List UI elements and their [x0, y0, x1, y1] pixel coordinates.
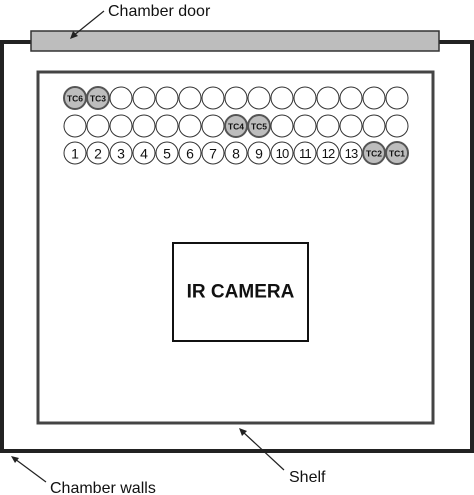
sample-circle	[201, 114, 225, 138]
sample-circle	[316, 86, 340, 110]
ir-camera-box	[172, 242, 309, 342]
sample-circle	[270, 141, 294, 165]
ir-camera-label: IR CAMERA	[187, 282, 295, 303]
thermocouple-label: TC4	[228, 122, 244, 132]
shelf-arrowhead	[239, 428, 247, 436]
sample-number-label: 5	[163, 146, 171, 162]
thermocouple-circle	[385, 141, 409, 165]
chamber-door	[30, 30, 440, 52]
chamber-walls-label: Chamber walls	[50, 480, 156, 495]
sample-circle	[132, 141, 156, 165]
sample-circle	[339, 86, 363, 110]
sample-circle	[201, 141, 225, 165]
thermocouple-circle	[247, 114, 271, 138]
sample-circle	[109, 114, 133, 138]
sample-number-label: 10	[276, 146, 289, 161]
shelf	[36, 70, 435, 425]
thermocouple-label: TC1	[389, 149, 405, 159]
sample-circle	[155, 86, 179, 110]
sample-circle	[132, 114, 156, 138]
sample-circle	[86, 114, 110, 138]
sample-circle	[385, 114, 409, 138]
sample-circle	[178, 86, 202, 110]
sample-circle	[270, 86, 294, 110]
thermocouple-label: TC3	[90, 94, 106, 104]
sample-circle	[224, 141, 248, 165]
sample-number-label: 11	[299, 146, 311, 161]
sample-number-label: 12	[322, 146, 335, 161]
chamber-door-label: Chamber door	[108, 3, 211, 20]
chamber-walls-arrowhead	[11, 456, 19, 463]
sample-circle	[362, 86, 386, 110]
sample-circle	[63, 141, 87, 165]
sample-circle	[316, 141, 340, 165]
sample-circle	[247, 86, 271, 110]
sample-circle	[385, 86, 409, 110]
thermocouple-label: TC2	[366, 149, 382, 159]
sample-number-label: 2	[94, 146, 102, 162]
sample-circle	[155, 141, 179, 165]
chamber-walls-arrow	[14, 458, 47, 483]
sample-number-label: 7	[209, 146, 217, 162]
sample-number-label: 13	[345, 146, 358, 161]
sample-circle	[155, 114, 179, 138]
thermocouple-label: TC5	[251, 122, 267, 132]
sample-circle	[270, 114, 294, 138]
chamber-door-arrowhead	[70, 31, 78, 39]
sample-circle	[339, 114, 363, 138]
shelf-label: Shelf	[289, 469, 326, 486]
sample-circle	[178, 114, 202, 138]
sample-circle	[362, 114, 386, 138]
sample-circle	[109, 86, 133, 110]
sample-number-label: 9	[255, 146, 263, 162]
sample-number-label: 3	[117, 146, 125, 162]
sample-circle	[247, 141, 271, 165]
sample-circle	[316, 114, 340, 138]
chamber-door-arrow	[72, 10, 105, 37]
sample-circle	[201, 86, 225, 110]
sample-circle	[109, 141, 133, 165]
thermocouple-circle	[86, 86, 110, 110]
sample-circle	[224, 86, 248, 110]
sample-circle	[293, 141, 317, 165]
sample-circle	[132, 86, 156, 110]
sample-number-label: 8	[232, 146, 240, 162]
sample-circle	[293, 86, 317, 110]
thermocouple-label: TC6	[67, 94, 83, 104]
sample-circle	[178, 141, 202, 165]
sample-circle	[293, 114, 317, 138]
sample-circle	[63, 114, 87, 138]
sample-circle	[86, 141, 110, 165]
sample-number-label: 1	[71, 146, 79, 162]
sample-number-label: 4	[140, 146, 148, 162]
sample-number-label: 6	[186, 146, 194, 162]
shelf-arrow	[242, 431, 285, 471]
